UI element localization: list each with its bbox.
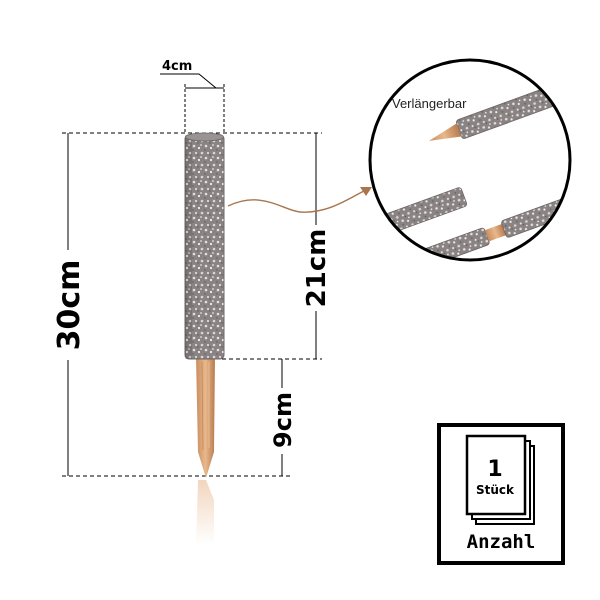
badge-unit: Stück: [476, 483, 515, 497]
moss-height-label: 21cm: [302, 229, 332, 308]
width-label: 4cm: [162, 59, 192, 74]
extension-inset: Verlängerbar: [368, 58, 572, 262]
wooden-stake: [196, 356, 215, 478]
badge-count: 1: [487, 457, 502, 482]
total-height-dimension: 30cm: [50, 133, 87, 476]
card-icon: [465, 434, 527, 516]
extension-label: Verlängerbar: [392, 96, 467, 111]
moss-pole: [184, 132, 225, 545]
moss-height-dimension: 21cm: [296, 133, 336, 359]
stake-height-label: 9cm: [269, 392, 297, 448]
curved-arrow: [227, 187, 371, 213]
moss-top: [185, 132, 224, 142]
arrow-head-icon: [360, 187, 372, 196]
total-height-label: 30cm: [52, 260, 87, 351]
quantity-badge: 1 Stück Anzahl: [437, 423, 565, 565]
guide-lines: [62, 132, 322, 477]
moss-cylinder: [185, 135, 224, 359]
stake-height-dimension: 9cm: [266, 359, 300, 476]
stake-reflection: [196, 480, 214, 545]
badge-word: Anzahl: [467, 531, 536, 553]
width-dimension: 4cm: [160, 59, 225, 133]
